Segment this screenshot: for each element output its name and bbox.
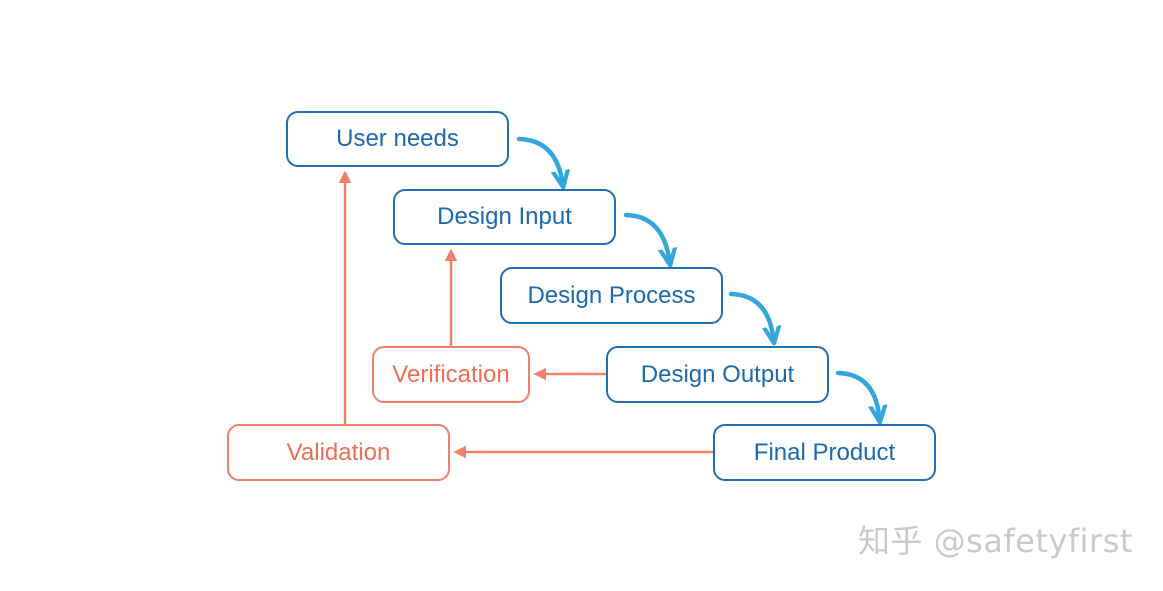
flow-arrow-design-output-to-final-product: [835, 370, 879, 415]
node-validation-label: Validation: [286, 438, 391, 466]
node-final-product-label: Final Product: [753, 438, 896, 466]
node-design-input-label: Design Input: [437, 203, 572, 230]
node-design-process-label: Design Process: [527, 281, 696, 309]
node-user-needs: User needs: [286, 111, 509, 167]
node-user-needs-label: User needs: [336, 125, 459, 152]
node-design-process: Design Process: [500, 267, 723, 324]
flow-arrow-design-process-to-design-output: [728, 291, 773, 336]
node-validation: Validation: [227, 424, 450, 481]
watermark-text: 知乎 @safetyfirst: [858, 522, 1133, 560]
node-final-product: Final Product: [713, 424, 936, 481]
node-verification: Verification: [372, 346, 530, 403]
flow-arrow-design-input-to-design-process: [623, 212, 669, 258]
node-verification-label: Verification: [392, 360, 510, 388]
flow-arrow-user-needs-to-design-input: [516, 136, 562, 180]
node-design-output-label: Design Output: [640, 360, 795, 388]
node-design-input: Design Input: [393, 189, 616, 245]
node-design-output: Design Output: [606, 346, 829, 403]
